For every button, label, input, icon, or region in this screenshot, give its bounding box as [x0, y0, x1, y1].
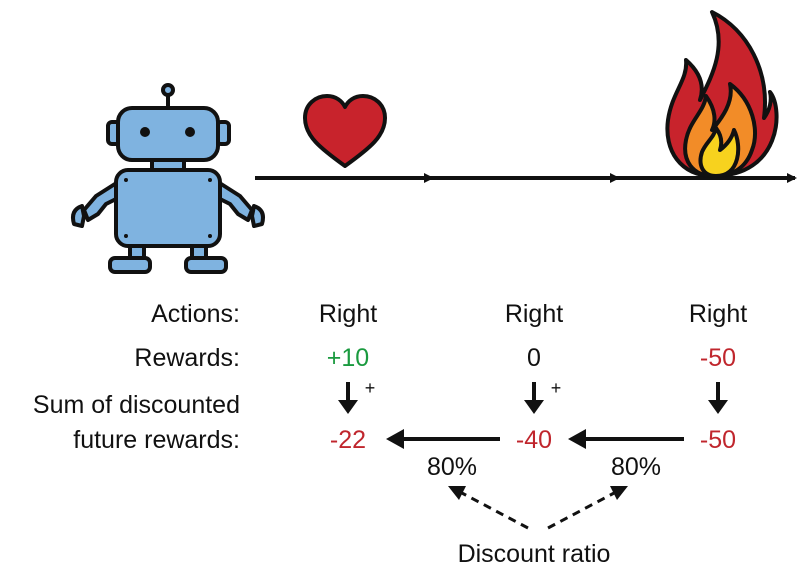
- sum-label-line1: Sum of discounted: [33, 391, 240, 419]
- step-3-sum: -50: [700, 426, 736, 454]
- back-arrow-2: [568, 429, 684, 449]
- step-1-sum: -22: [330, 426, 366, 454]
- sum-label-line2: future rewards:: [73, 426, 240, 454]
- step-2-reward: 0: [527, 344, 541, 372]
- step-3-reward: -50: [700, 344, 736, 372]
- step-2-action: Right: [505, 300, 563, 328]
- step-1-down-arrow: [338, 382, 358, 414]
- dashed-arrow-right: [547, 486, 628, 530]
- heart-icon: [303, 94, 387, 168]
- step-2-plus: +: [551, 378, 562, 398]
- dashed-arrow-left: [448, 486, 529, 530]
- step-1-reward: +10: [327, 344, 369, 372]
- step-1-plus: +: [365, 378, 376, 398]
- step-3-action: Right: [689, 300, 747, 328]
- discount-2: 80%: [611, 453, 661, 481]
- rewards-label: Rewards:: [134, 344, 240, 372]
- discount-ratio-caption: Discount ratio: [458, 540, 611, 568]
- fire-icon: [665, 10, 779, 178]
- step-1-action: Right: [319, 300, 377, 328]
- actions-label: Actions:: [151, 300, 240, 328]
- back-arrow-1: [386, 429, 500, 449]
- step-2-down-arrow: [524, 382, 544, 414]
- step-2-sum: -40: [516, 426, 552, 454]
- discount-1: 80%: [427, 453, 477, 481]
- robot-icon: [71, 83, 265, 274]
- step-3-down-arrow: [708, 382, 728, 414]
